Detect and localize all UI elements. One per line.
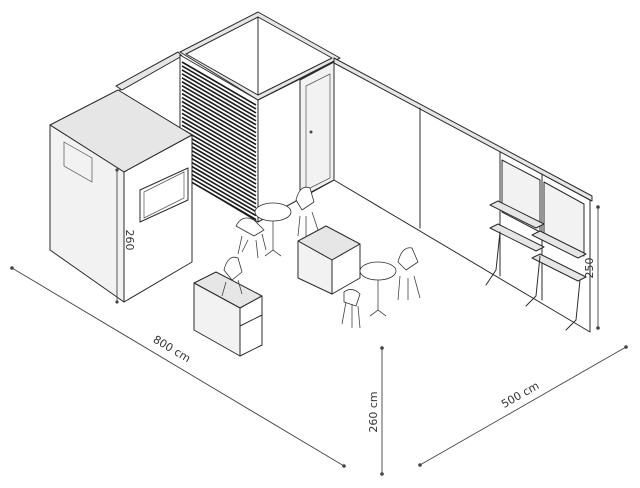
slat <box>181 120 257 165</box>
slat <box>181 128 257 173</box>
cube-table <box>297 225 361 295</box>
dimension-height: 260 cm <box>367 346 384 476</box>
slat <box>181 116 257 161</box>
dimension-depth: 500 cm <box>418 345 628 467</box>
slat <box>181 96 257 142</box>
slat <box>181 164 257 209</box>
chair-3 <box>221 256 243 297</box>
slat <box>181 124 257 169</box>
back-wall-right <box>333 57 593 333</box>
chair-1 <box>235 217 267 259</box>
back-wall-door <box>257 61 335 223</box>
slat <box>181 136 257 181</box>
slat <box>181 112 257 158</box>
slat <box>181 69 257 114</box>
slat <box>181 65 257 110</box>
dimension-shelf-height-label: 250 <box>583 258 596 279</box>
slat <box>181 175 257 221</box>
chair-2 <box>295 186 319 237</box>
slat <box>181 144 257 189</box>
slat <box>181 100 257 146</box>
round-table-left <box>254 202 292 257</box>
dimension-width-label: 800 cm <box>151 333 193 365</box>
slat <box>181 77 257 122</box>
slat <box>181 152 257 197</box>
dimension-depth-label: 500 cm <box>499 379 541 411</box>
dimension-width: 800 cm <box>10 266 346 468</box>
slat <box>181 81 257 126</box>
slat <box>181 61 257 106</box>
slat <box>181 108 257 154</box>
slat <box>181 92 257 138</box>
dimension-height-label: 260 cm <box>367 391 380 432</box>
cabin-window-left <box>63 141 93 183</box>
slat <box>181 88 257 134</box>
slat <box>181 171 257 217</box>
door-handle-icon <box>309 130 313 134</box>
slat <box>181 160 257 205</box>
corner-header-box <box>179 11 341 101</box>
slat <box>181 85 257 130</box>
slat <box>181 148 257 193</box>
cabin-screen <box>139 167 189 223</box>
slat <box>181 156 257 201</box>
counter <box>193 271 263 357</box>
chair-5 <box>397 247 421 301</box>
cabin-module <box>49 89 193 304</box>
slat <box>181 73 257 118</box>
slat <box>181 132 257 177</box>
slat <box>181 140 257 185</box>
dimension-shelf-height: 250 <box>583 205 600 330</box>
shelf-unit <box>485 159 587 331</box>
slat <box>181 167 257 213</box>
dimension-cabin-height-label: 260 <box>123 230 136 251</box>
slatted-wall <box>179 54 259 223</box>
chair-4 <box>341 289 361 329</box>
slat <box>181 104 257 150</box>
round-table-right <box>359 261 397 317</box>
